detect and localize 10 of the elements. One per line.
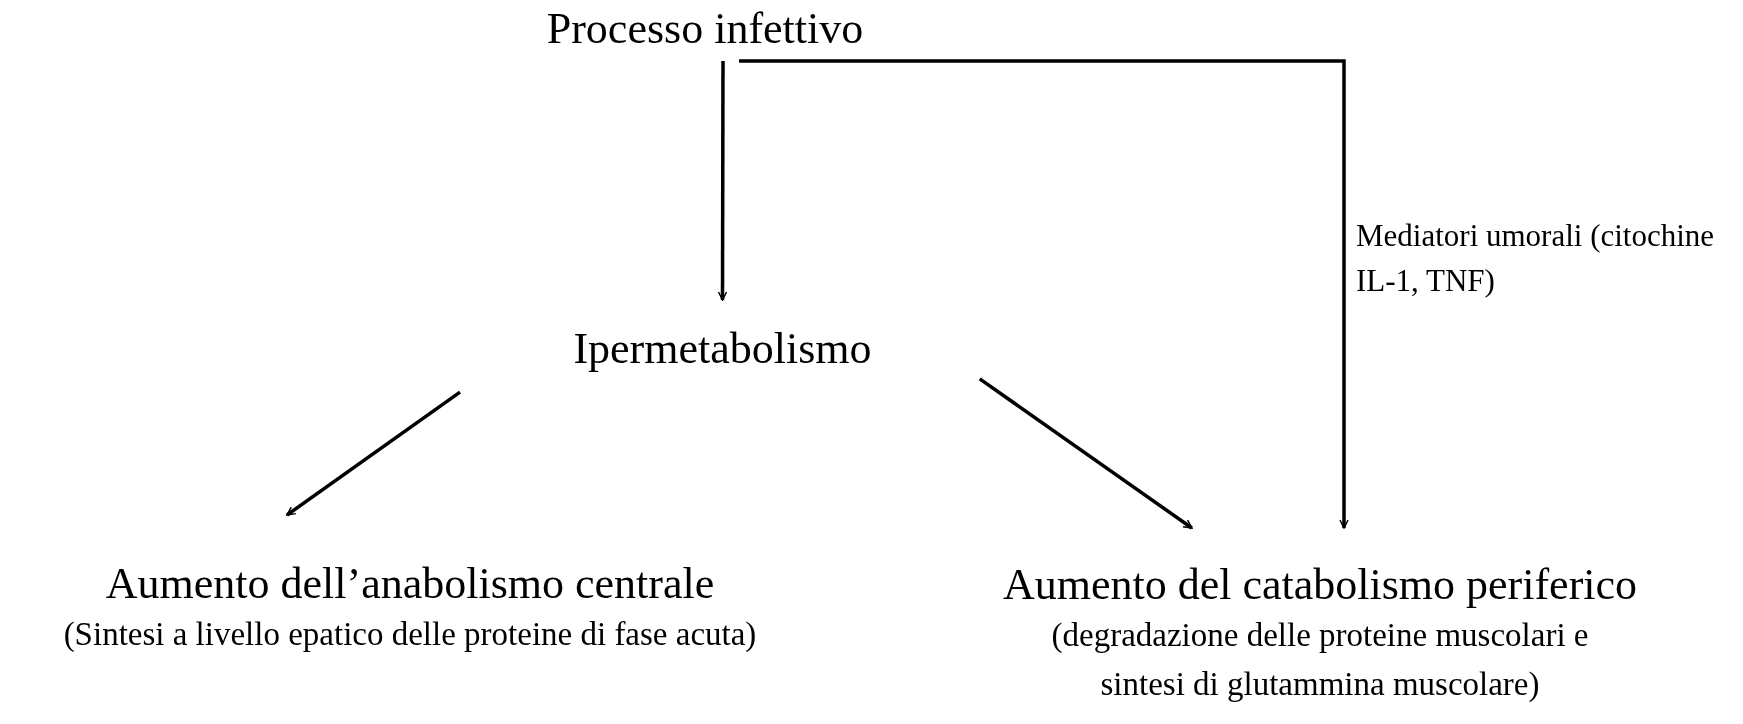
arrow	[717, 61, 728, 301]
arrow	[978, 377, 1193, 530]
node-description: (Sintesi a livello epatico delle proteine di fase acuta)	[63, 614, 757, 654]
node-title: Aumento dell’anabolismo centrale	[105, 559, 715, 610]
node-title: Aumento del catabolismo periferico	[1002, 560, 1638, 611]
arrow	[286, 390, 461, 517]
arrow	[739, 59, 1349, 529]
node-title: Ipermetabolismo	[573, 324, 872, 375]
node-description: (degradazione delle proteine muscolari e sintesi di glutammina muscolare)	[1050, 615, 1590, 705]
node-title: Processo infettivo	[546, 4, 864, 55]
